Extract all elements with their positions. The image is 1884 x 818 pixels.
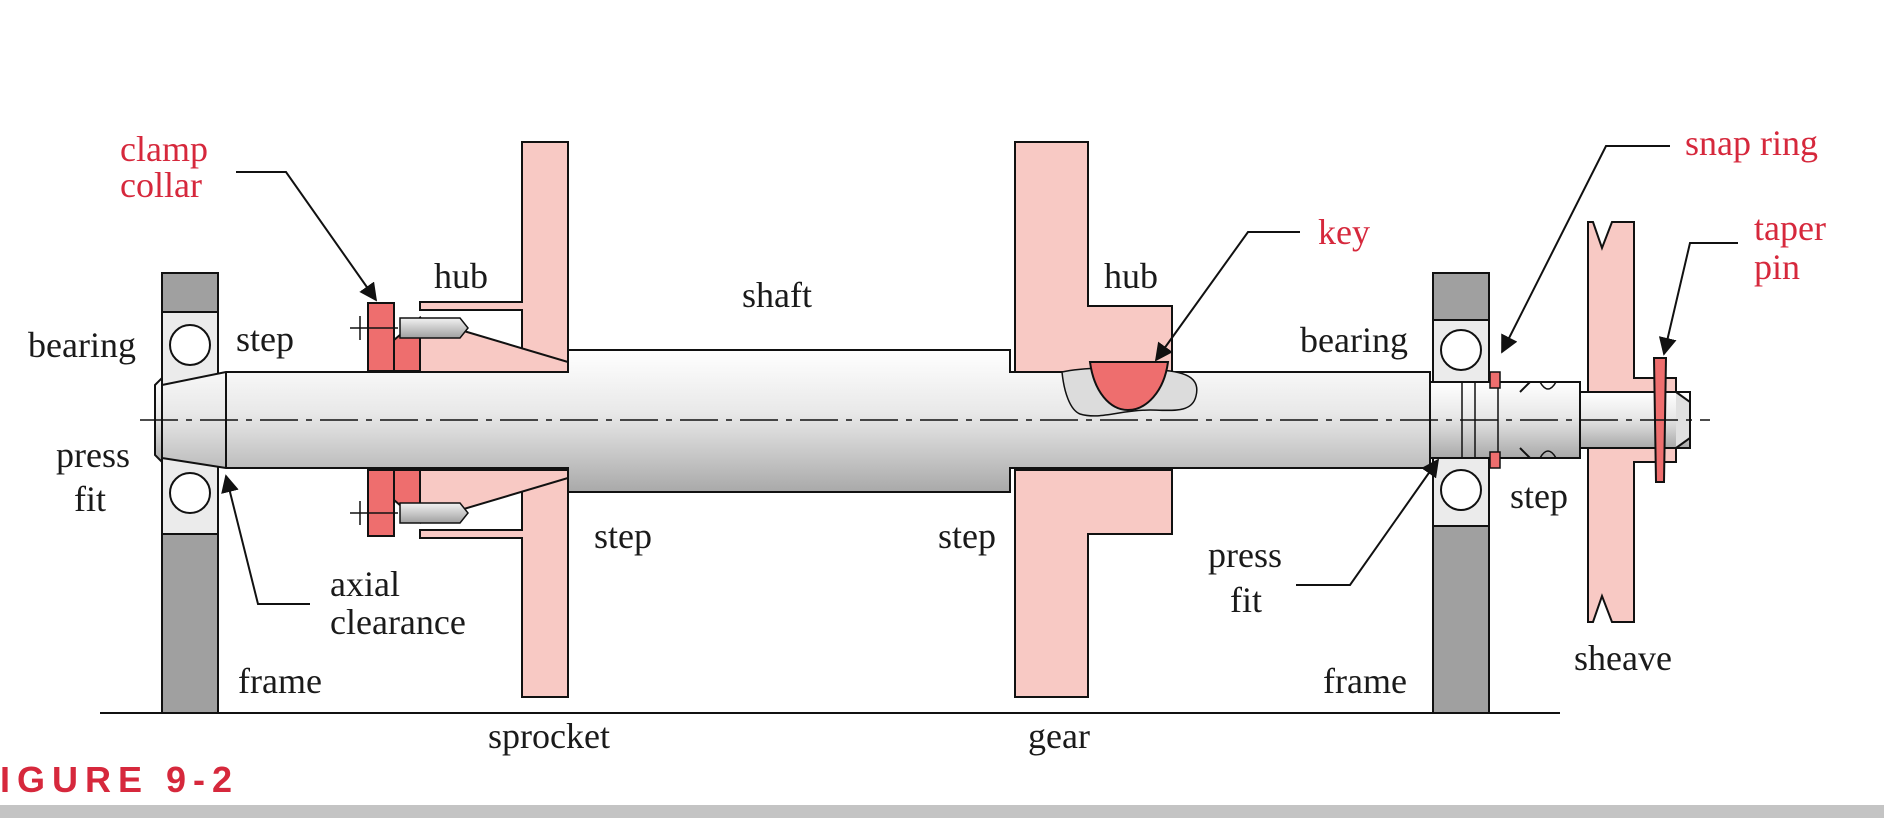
leader-lines (221, 145, 1738, 605)
key-seat (1061, 361, 1198, 417)
bearing-ball-left-bottom (169, 472, 211, 514)
frame-right (1432, 272, 1490, 714)
key (1088, 361, 1170, 412)
bearing-ball-right-top (1440, 329, 1482, 371)
label-step-left: step (236, 319, 294, 359)
label-press-left: press (56, 435, 130, 475)
label-snap-ring: snap ring (1685, 123, 1818, 163)
label-axial: axial (330, 564, 400, 604)
label-fit-right: fit (1230, 580, 1262, 620)
label-frame-left: frame (238, 661, 322, 701)
label-bearing-left: bearing (28, 325, 136, 365)
bearing-ball-left-top (169, 324, 211, 366)
label-pin: pin (1754, 247, 1800, 287)
label-sheave: sheave (1574, 638, 1672, 678)
label-sprocket: sprocket (488, 716, 610, 756)
label-fit-left: fit (74, 479, 106, 519)
label-hub-left: hub (434, 256, 488, 296)
label-clearance: clearance (330, 602, 466, 642)
label-shaft: shaft (742, 275, 812, 315)
figure-caption: IGURE 9-2 (0, 759, 239, 800)
label-hub-right: hub (1104, 256, 1158, 296)
label-clamp: clamp (120, 129, 208, 169)
snap-ring (1489, 371, 1501, 389)
bearing-ball-right-bottom (1440, 469, 1482, 511)
frame-left (161, 272, 219, 714)
label-taper: taper (1754, 208, 1826, 248)
label-step-sprocket: step (594, 516, 652, 556)
label-step-right: step (1510, 476, 1568, 516)
clamp-collar (350, 302, 469, 537)
snap-ring-lower (1489, 451, 1501, 469)
label-press-right: press (1208, 535, 1282, 575)
label-bearing-right: bearing (1300, 320, 1408, 360)
labels: clamp collar hub hub shaft key snap ring… (28, 123, 1826, 756)
label-key: key (1318, 212, 1370, 252)
label-gear: gear (1028, 716, 1090, 756)
footer-bar (0, 805, 1884, 818)
label-collar: collar (120, 165, 202, 205)
label-step-gear: step (938, 516, 996, 556)
label-frame-right: frame (1323, 661, 1407, 701)
